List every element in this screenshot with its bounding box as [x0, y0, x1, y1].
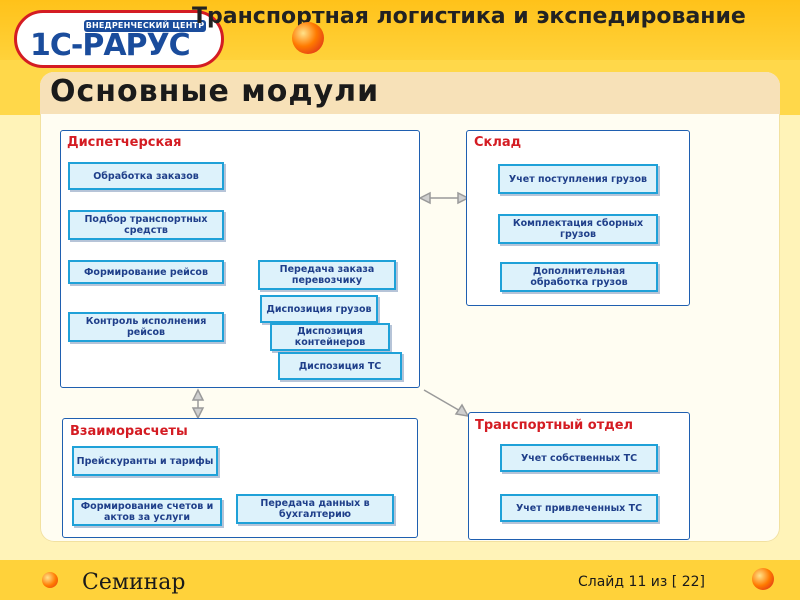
node-order-transfer: Передача заказа перевозчику	[258, 260, 396, 290]
arrow-head	[191, 407, 205, 420]
orb-icon	[752, 568, 774, 590]
node-own-vehicles: Учет собственных ТС	[500, 444, 658, 472]
company-logo: ВНЕДРЕНЧЕСКИЙ ЦЕНТР 1С-РАРУС	[14, 10, 224, 68]
heading-strip	[40, 72, 780, 114]
arrow-head	[191, 388, 205, 401]
header-title: Транспортная логистика и экспедирование	[192, 4, 746, 29]
logo-plate	[14, 10, 224, 68]
node-vehicle-disposition: Диспозиция ТС	[278, 352, 402, 380]
node-order-processing: Обработка заказов	[68, 162, 224, 190]
node-route-control: Контроль исполнения рейсов	[68, 312, 224, 342]
node-additional-processing: Дополнительная обработка грузов	[500, 262, 658, 292]
node-vehicle-selection: Подбор транспортных средств	[68, 210, 224, 240]
node-cargo-receipt: Учет поступления грузов	[498, 164, 658, 194]
group-title-dispatch: Диспетчерская	[67, 135, 182, 150]
node-price-lists: Прейскуранты и тарифы	[72, 446, 218, 476]
node-accounting-transfer: Передача данных в бухгалтерию	[236, 494, 394, 524]
node-container-disposition: Диспозиция контейнеров	[270, 323, 390, 351]
bullet-icon	[42, 572, 58, 588]
node-invoices: Формирование счетов и актов за услуги	[72, 498, 222, 526]
slide-counter: Слайд 11 из [ 22]	[578, 574, 705, 590]
arrow-dispatch-transport	[423, 389, 463, 413]
arrow-head	[418, 191, 431, 205]
page-title: Основные модули	[50, 74, 380, 109]
node-consolidated-cargo: Комплектация сборных грузов	[498, 214, 658, 244]
arrow-head	[457, 191, 470, 205]
footer-background	[0, 560, 800, 600]
group-title-warehouse: Склад	[474, 135, 522, 150]
group-title-settlements: Взаиморасчеты	[70, 424, 188, 439]
node-cargo-disposition: Диспозиция грузов	[260, 295, 378, 323]
footer-label: Семинар	[82, 570, 186, 595]
group-title-transport: Транспортный отдел	[475, 418, 634, 433]
logo-text: 1С-РАРУС	[30, 28, 191, 63]
arrow-head	[454, 403, 470, 417]
node-hired-vehicles: Учет привлеченных ТС	[500, 494, 658, 522]
orb-icon	[292, 22, 324, 54]
node-route-formation: Формирование рейсов	[68, 260, 224, 284]
logo-band: ВНЕДРЕНЧЕСКИЙ ЦЕНТР	[84, 20, 206, 32]
